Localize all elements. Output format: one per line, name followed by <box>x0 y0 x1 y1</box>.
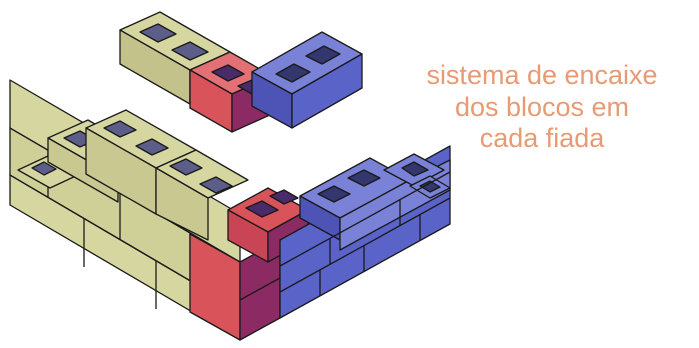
caption: sistema de encaixe dos blocos em cada fi… <box>392 60 692 155</box>
left-step-blocks <box>17 109 249 241</box>
caption-line-3: cada fiada <box>479 123 605 154</box>
top-right-block <box>251 31 363 129</box>
caption-line-2: dos blocos em <box>454 91 630 122</box>
lower-wall <box>9 79 451 341</box>
right-wall <box>279 145 451 319</box>
corner-column <box>189 187 309 341</box>
top-course <box>119 11 363 133</box>
caption-line-1: sistema de encaixe <box>426 60 658 90</box>
